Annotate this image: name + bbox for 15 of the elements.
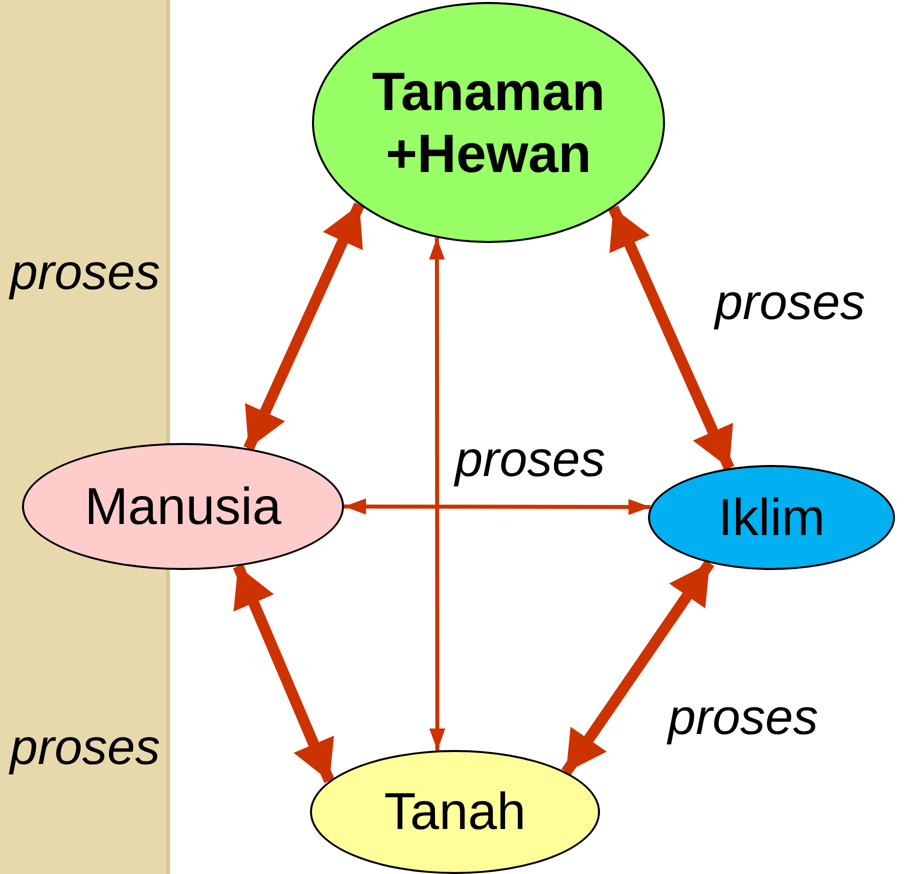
- double-arrow: [233, 564, 334, 784]
- node-label: Tanah: [384, 782, 526, 842]
- node-label: Iklim: [718, 488, 825, 548]
- node-label: Manusia: [84, 476, 282, 536]
- double-arrow: [243, 202, 364, 451]
- edge-label: proses: [10, 243, 160, 301]
- double-arrow: [428, 238, 446, 750]
- edge-label: proses: [668, 688, 818, 746]
- double-arrow: [608, 205, 734, 470]
- node-label: Tanaman +Hewan: [370, 60, 606, 184]
- double-arrow: [344, 498, 650, 515]
- edge-label: proses: [10, 718, 160, 776]
- double-arrow: [562, 560, 714, 776]
- edge-label: proses: [715, 273, 866, 331]
- edge-label: proses: [455, 430, 606, 488]
